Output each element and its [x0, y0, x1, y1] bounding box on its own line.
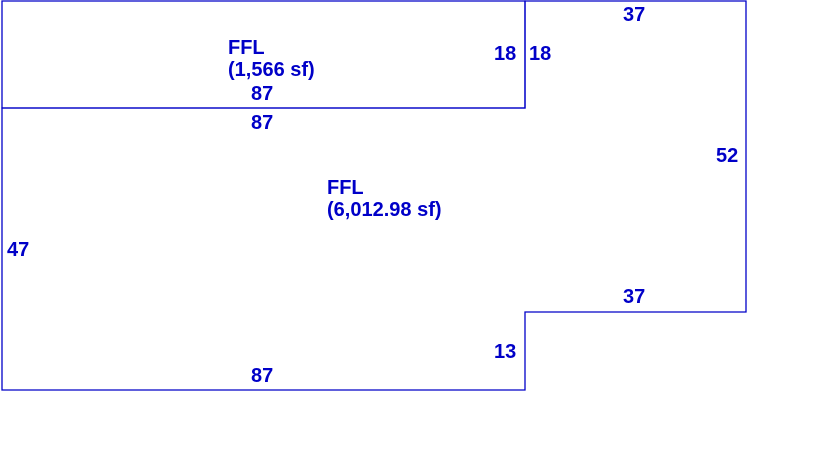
- dim-lower-step-right: 13: [494, 341, 517, 363]
- dim-lower-bottom: 87: [251, 365, 274, 387]
- upper-area-name: FFL: [228, 37, 265, 59]
- dim-lower-step-top: 37: [623, 286, 646, 308]
- dim-upper-bottom: 87: [251, 83, 274, 105]
- dim-lower-left: 47: [7, 239, 30, 261]
- lower-area-size: (6,012.98 sf): [327, 199, 442, 221]
- dim-lower-top-right: 37: [623, 4, 646, 26]
- upper-area-label: FFL (1,566 sf): [228, 37, 315, 81]
- lower-area-label: FFL (6,012.98 sf): [327, 177, 442, 221]
- dim-lower-top: 87: [251, 112, 274, 134]
- dim-upper-right: 18: [494, 43, 517, 65]
- lower-area-outline: [1, 0, 747, 391]
- upper-area-size: (1,566 sf): [228, 59, 315, 81]
- dim-lower-notch-top: 18: [529, 43, 552, 65]
- dim-lower-right: 52: [716, 145, 739, 167]
- lower-area-name: FFL: [327, 177, 364, 199]
